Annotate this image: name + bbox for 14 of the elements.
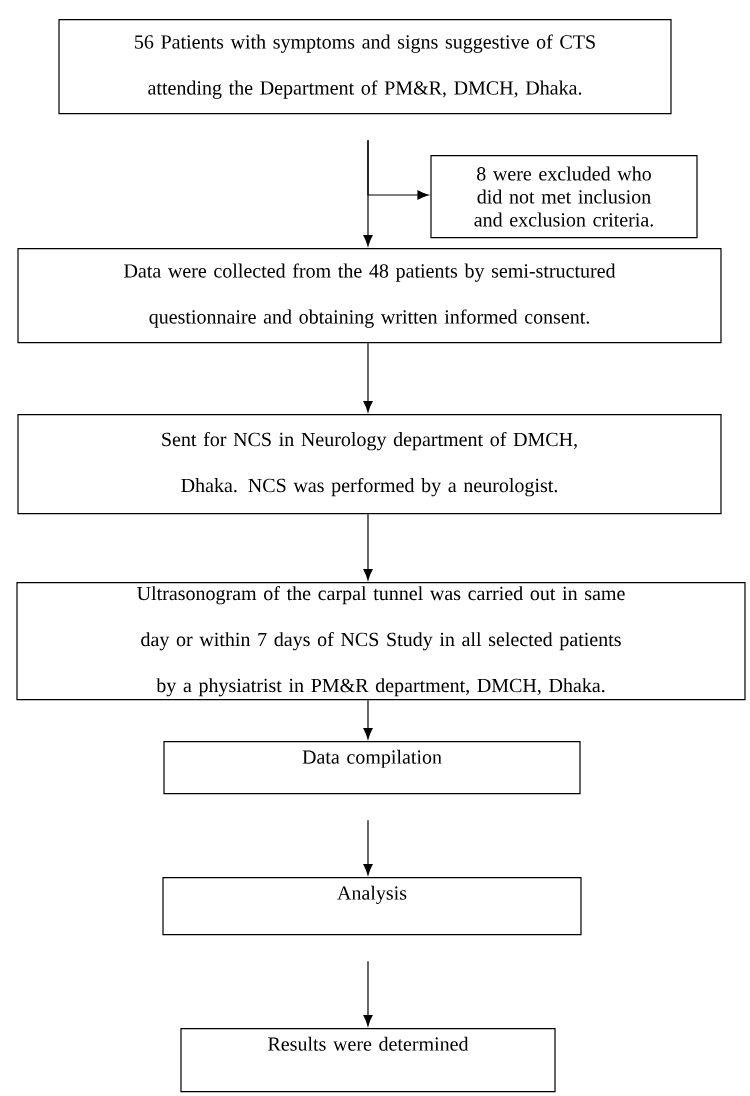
arrow	[363, 513, 373, 581]
process-box: 8 were excluded who did not met inclusion and exclusion criteria.	[430, 155, 698, 239]
process-box: 56 Patients with symptoms and signs suggestive of CTS attending the Department of PM&R, DMCH, Dhaka.	[58, 19, 672, 115]
arrow	[363, 699, 373, 740]
process-box: Analysis	[162, 877, 582, 936]
process-box: Ultrasonogram of the carpal tunnel was carried out in same day or within 7 days of NCS Study in all selected patients by a physiatrist in PM&R department, DMCH, Dhaka.	[16, 582, 746, 701]
process-box: Data compilation	[163, 741, 581, 795]
process-box: Sent for NCS in Neurology department of DMCH, Dhaka. NCS was performed by a neurologist.	[17, 414, 722, 515]
arrow	[363, 819, 373, 876]
process-box: Results were determined	[180, 1028, 556, 1093]
arrow	[363, 960, 373, 1027]
arrow	[363, 342, 373, 413]
arrow	[367, 139, 429, 200]
process-box: Data were collected from the 48 patients by semi-structured questionnaire and obtaining written informed consent.	[17, 248, 722, 344]
